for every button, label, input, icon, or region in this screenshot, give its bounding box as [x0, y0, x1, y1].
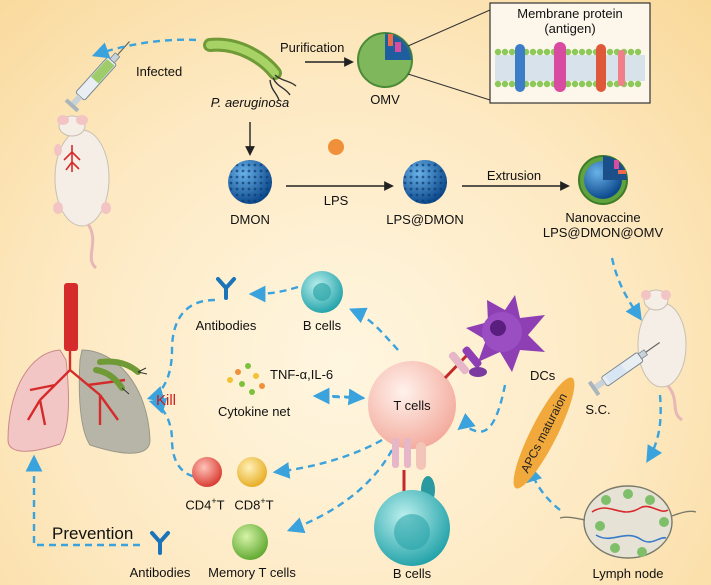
mouse-vaccinated-icon: [637, 289, 687, 422]
dmon-icon: [228, 160, 272, 204]
lipid-bead: [634, 80, 642, 88]
lipid-bead: [634, 48, 642, 56]
lipid-bead: [543, 80, 551, 88]
lymph-node-icon: [559, 485, 697, 559]
memory-t-cell-icon: [232, 524, 268, 560]
lipid-bead: [585, 80, 593, 88]
arrow-lymph-apc: [525, 464, 561, 511]
lipid-bead: [578, 48, 586, 56]
t-cell-icon: [368, 361, 456, 449]
label-prevention: Prevention: [52, 524, 134, 543]
label-membrane-protein: Membrane protein (antigen): [517, 6, 623, 36]
label-cd4-t-text: T: [216, 497, 225, 513]
label-lymph-node: Lymph node: [592, 566, 664, 581]
antibody-bottom-icon: [150, 531, 170, 555]
lipid-bead: [508, 48, 516, 56]
nanovaccine-icon: [578, 155, 628, 205]
label-tnf: TNF-α,IL-6: [270, 367, 334, 382]
label-t-cells: T cells: [393, 398, 431, 413]
syringe-sc-icon: [587, 342, 660, 397]
lipid-bead: [501, 48, 509, 56]
cd8-cell-icon: [237, 457, 267, 487]
cytokine-dots-icon: [227, 363, 265, 395]
lipid-bead: [606, 48, 614, 56]
label-sc: S.C.: [585, 402, 611, 417]
label-nanovaccine-line2: LPS@DMON@OMV: [542, 225, 664, 240]
label-omv: OMV: [370, 92, 400, 107]
label-infected: Infected: [136, 64, 183, 79]
label-b-cells-bottom: B cells: [392, 566, 432, 581]
dendritic-cell-icon: [466, 295, 545, 372]
label-nanovaccine: Nanovaccine LPS@DMON@OMV: [543, 210, 663, 240]
label-purification: Purification: [280, 40, 345, 55]
arrow-tcell-cd: [272, 438, 383, 479]
lipid-bead: [578, 80, 586, 88]
arrow-cells-kill: [148, 397, 206, 480]
tcr-mhc-complex-icon: [443, 346, 487, 380]
label-b-cells-top: B cells: [302, 318, 342, 333]
lipid-bead: [585, 48, 593, 56]
lipid-bead: [543, 48, 551, 56]
lipid-bead: [627, 80, 635, 88]
lipid-bead: [571, 80, 579, 88]
label-cd4-t: CD4+T: [185, 496, 224, 512]
lipid-bead: [508, 80, 516, 88]
bacterium-icon: [203, 37, 297, 101]
arrow-infected: [91, 38, 197, 59]
label-cd4-sup: +: [211, 496, 217, 506]
lipid-bead: [529, 48, 537, 56]
arrow-bcell-antibody: [248, 285, 299, 303]
lipid-bead: [536, 48, 544, 56]
membrane-protein-panel: [489, 2, 651, 104]
label-lps-dmon: LPS@DMON: [386, 212, 464, 227]
label-cd8-t-text: T: [265, 497, 274, 513]
label-membrane-protein-line1: Membrane protein: [517, 6, 623, 21]
label-antibodies-top: Antibodies: [195, 318, 257, 333]
lipid-bead: [536, 80, 544, 88]
lps-icon: [328, 139, 344, 155]
antibody-top-icon: [216, 277, 236, 300]
lipid-bead: [494, 80, 502, 88]
arrow-cytokine-tcell: [319, 388, 366, 406]
lipid-bead: [627, 48, 635, 56]
label-cd4-text: CD4: [185, 497, 212, 513]
lipid-bead: [529, 80, 537, 88]
label-dcs: DCs: [530, 368, 556, 383]
label-cd8-sup: +: [260, 496, 266, 506]
label-extrusion: Extrusion: [486, 168, 542, 183]
lungs-icon: [7, 283, 151, 454]
label-nanovaccine-line1: Nanovaccine: [565, 210, 641, 225]
arrow-tcell-bcell: [348, 307, 399, 351]
lipid-bead: [606, 80, 614, 88]
lipid-bead: [494, 48, 502, 56]
lipid-bead: [501, 80, 509, 88]
label-cd8-t: CD8+T: [234, 496, 273, 512]
arrow-tcell-memory: [286, 449, 394, 534]
arrow-apc-tcell: [457, 384, 507, 433]
lipid-bead: [564, 48, 572, 56]
arrow-to-lymph: [646, 394, 663, 463]
label-dmon: DMON: [230, 212, 270, 227]
apc-maturation-ellipse: [513, 377, 575, 489]
label-membrane-protein-line2: (antigen): [544, 21, 596, 36]
omv-icon: [357, 32, 413, 88]
label-kill: Kill: [156, 392, 177, 409]
mouse-infected-icon: [53, 115, 111, 270]
cd4-cell-icon: [192, 457, 222, 487]
syringe-icon: [64, 41, 130, 113]
lipid-bead: [571, 48, 579, 56]
label-cd8-text: CD8: [234, 497, 261, 513]
label-p-aeruginosa: P. aeruginosa: [210, 95, 290, 110]
label-lps: LPS: [323, 193, 349, 208]
label-antibodies-bottom: Antibodies: [129, 565, 191, 580]
label-cytokine-net: Cytokine net: [218, 404, 291, 419]
arrow-antibody-kill: [146, 298, 216, 403]
arrow-to-mouse: [610, 257, 642, 321]
label-memory-t-cells: Memory T cells: [208, 565, 296, 580]
lps-dmon-icon: [403, 160, 447, 204]
lipid-bead: [564, 80, 572, 88]
